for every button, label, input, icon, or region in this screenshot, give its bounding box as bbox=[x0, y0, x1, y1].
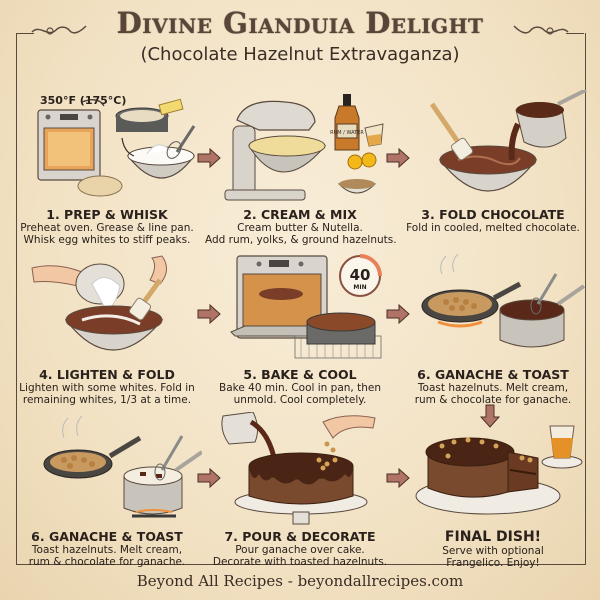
oven-icon bbox=[230, 255, 328, 339]
step-3-fold-chocolate: 3. FOLD CHOCOLATE Fold in cooled, melted… bbox=[398, 90, 588, 234]
step-title: 7. POUR & DECORATE bbox=[224, 529, 376, 544]
step-desc-line1: Preheat oven. Grease & line pan. bbox=[20, 222, 194, 234]
saucepan-cream-icon bbox=[123, 450, 202, 515]
curved-arrow-icon bbox=[121, 137, 135, 157]
page-title: Divine Gianduia Delight bbox=[116, 6, 484, 40]
step-title: 6. GANACHE & TOAST bbox=[417, 367, 569, 382]
chocolate-pot-icon bbox=[508, 90, 587, 161]
timer-icon: 40 MIN bbox=[339, 254, 382, 297]
spatula-icon bbox=[429, 102, 474, 161]
flourish-left-icon bbox=[31, 25, 87, 35]
flourish-right-icon bbox=[513, 25, 569, 35]
step-desc-line1: Toast hazelnuts. Melt cream, bbox=[31, 544, 183, 556]
svg-text:MIN: MIN bbox=[353, 284, 366, 291]
skillet-hazelnuts-icon bbox=[43, 415, 142, 479]
spatula-icon bbox=[128, 278, 163, 321]
shot-glass-icon bbox=[364, 123, 384, 147]
curved-arrow-icon bbox=[81, 99, 105, 107]
step-desc-line2: Decorate with toasted hazelnuts. bbox=[212, 556, 388, 568]
step-desc-line1: Bake 40 min. Cool in pan, then bbox=[219, 382, 381, 394]
step-desc-line1: Toast hazelnuts. Melt cream, bbox=[417, 382, 569, 394]
hands-icon bbox=[31, 255, 167, 287]
ground-hazelnuts-icon bbox=[337, 179, 377, 194]
step-desc-line1: Fold in cooled, melted chocolate. bbox=[406, 222, 580, 234]
content-frame bbox=[16, 33, 586, 565]
arrow-right-icon bbox=[386, 148, 410, 168]
step-desc-line2: Add rum, yolks, & ground hazelnuts. bbox=[205, 234, 397, 246]
rum-bottle-icon: RUM / WATER bbox=[330, 94, 364, 151]
skillet-hazelnuts-icon bbox=[421, 253, 522, 328]
step-title: 3. FOLD CHOCOLATE bbox=[421, 207, 565, 222]
step-desc-line2: Frangelico. Enjoy! bbox=[446, 557, 540, 569]
step-title: FINAL DISH! bbox=[444, 529, 542, 545]
stand-mixer-icon bbox=[224, 100, 327, 201]
step-desc-line2: unmold. Cool completely. bbox=[233, 394, 367, 406]
final-dish: FINAL DISH! Serve with optional Frangeli… bbox=[398, 412, 588, 569]
burner-icon bbox=[132, 509, 176, 518]
step-desc-line2: rum & chocolate for ganache. bbox=[28, 556, 186, 568]
page-subtitle: (Chocolate Hazelnut Extravaganza) bbox=[140, 44, 460, 65]
glazed-cake-icon bbox=[248, 452, 354, 505]
step-desc-line1: Lighten with some whites. Fold in bbox=[19, 382, 195, 394]
step-4-lighten-fold: 4. LIGHTEN & FOLD Lighten with some whit… bbox=[12, 250, 202, 406]
svg-text:40: 40 bbox=[350, 266, 371, 284]
step-7-pour-decorate: 7. POUR & DECORATE Pour ganache over cak… bbox=[205, 412, 395, 568]
butter-icon bbox=[158, 98, 184, 116]
step-title: 1. PREP & WHISK bbox=[46, 207, 168, 222]
step-desc-line2: rum & chocolate for ganache. bbox=[414, 394, 572, 406]
arrow-right-icon bbox=[386, 468, 410, 488]
step-6-ganache-toast-repeat: 6. GANACHE & TOAST Toast hazelnuts. Melt… bbox=[12, 412, 202, 568]
springform-pan-icon bbox=[115, 107, 169, 132]
oven-icon bbox=[37, 109, 101, 181]
pouring-pot-icon bbox=[221, 412, 278, 463]
step-title: 4. LIGHTEN & FOLD bbox=[39, 367, 175, 382]
arrow-right-icon bbox=[197, 304, 221, 324]
step-desc-line1: Serve with optional bbox=[442, 545, 544, 557]
step-2-cream-mix: RUM / WATER 2. CREAM & MIX Cream butter … bbox=[205, 90, 397, 246]
arrow-right-icon bbox=[197, 148, 221, 168]
frame-corner-right bbox=[566, 33, 584, 34]
step-title: 5. BAKE & COOL bbox=[243, 367, 357, 382]
frame-corner-left bbox=[16, 33, 34, 34]
whisk-bowl-icon bbox=[126, 125, 196, 179]
arrow-right-icon bbox=[197, 468, 221, 488]
whisk-icon bbox=[154, 435, 184, 481]
step-desc-line2: remaining whites, 1/3 at a time. bbox=[22, 394, 192, 406]
egg-white-bowl-icon bbox=[75, 263, 125, 311]
whisk-icon bbox=[530, 273, 558, 315]
frangelico-glass-icon bbox=[541, 425, 583, 469]
step-6-ganache-toast: 6. GANACHE & TOAST Toast hazelnuts. Melt… bbox=[398, 250, 588, 406]
step-desc-line1: Pour ganache over cake. bbox=[235, 544, 365, 556]
arrow-right-icon bbox=[386, 304, 410, 324]
step-desc-line2: Whisk egg whites to stiff peaks. bbox=[23, 234, 191, 246]
step-5-bake-cool: 40 MIN 5. BAKE & COOL Bake 40 min. Cool … bbox=[205, 250, 395, 406]
sliced-cake-icon bbox=[425, 437, 539, 498]
step-1-prep-whisk: 350°F (175°C) bbox=[12, 90, 202, 246]
hand-sprinkle-icon bbox=[322, 415, 376, 453]
arrow-down-icon bbox=[480, 404, 500, 428]
step-desc-line1: Cream butter & Nutella. bbox=[237, 222, 363, 234]
step-title: 2. CREAM & MIX bbox=[243, 207, 357, 222]
step-title: 6. GANACHE & TOAST bbox=[31, 529, 183, 544]
footer-credit: Beyond All Recipes - beyondallrecipes.co… bbox=[136, 572, 464, 590]
temperature-label: 350°F (175°C) bbox=[40, 94, 127, 107]
egg-yolks-icon bbox=[347, 152, 377, 170]
parchment-icon bbox=[77, 175, 123, 197]
cake-pan-icon bbox=[306, 312, 376, 345]
svg-text:RUM / WATER: RUM / WATER bbox=[330, 130, 364, 136]
